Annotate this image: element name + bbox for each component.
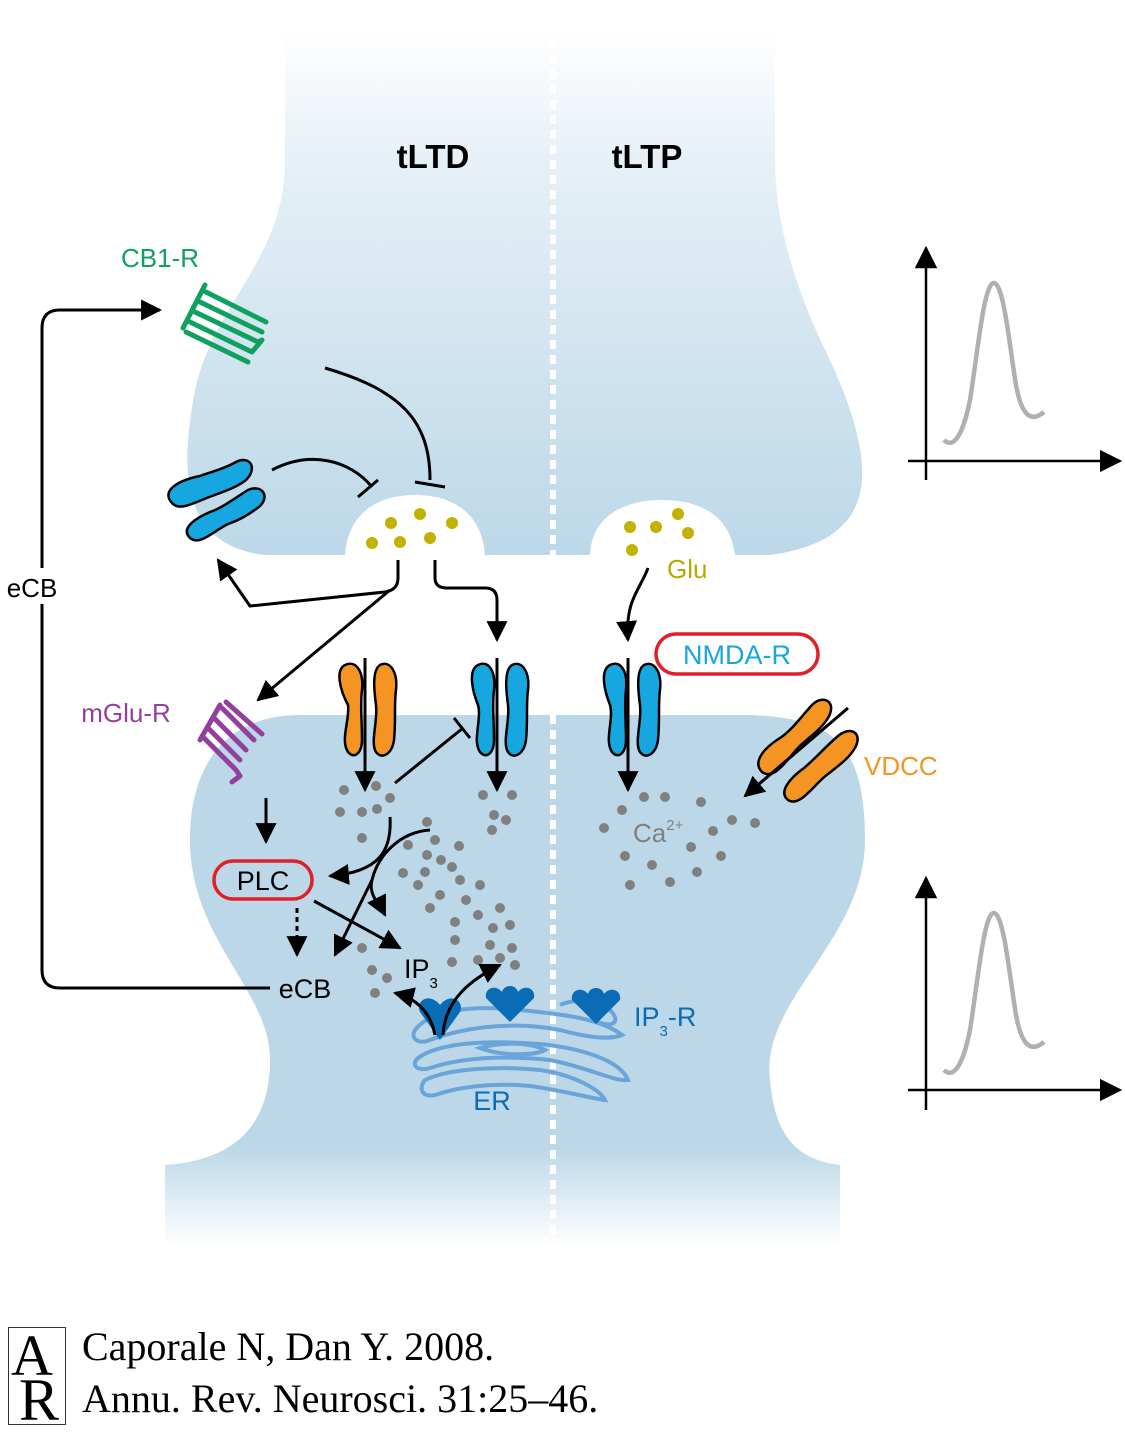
cb1r-label: CB1-R: [121, 243, 199, 273]
cb1-inhibition-arc: [324, 366, 432, 481]
presynaptic-trace-plot: [908, 245, 1123, 480]
ip3-label: IP3: [404, 954, 438, 992]
plc-highlight-box: [212, 859, 314, 901]
ca-branch-curve-1: [327, 816, 392, 885]
vdcc-label: VDCC: [864, 751, 938, 781]
citation: A R Caporale N, Dan Y. 2008. Annu. Rev. …: [8, 1323, 708, 1433]
er-label: ER: [473, 1086, 511, 1116]
header-tltd: tLTD: [397, 138, 470, 175]
glu-label: Glu: [667, 554, 707, 584]
glu-to-presynaptic-nmdar-arrow: [216, 558, 400, 608]
annual-reviews-logo: A R: [8, 1323, 66, 1433]
ecb-label: eCB: [279, 974, 332, 1004]
nmdar-label: NMDA-R: [683, 640, 791, 670]
citation-line-2: Annu. Rev. Neurosci. 31:25–46.: [82, 1376, 599, 1421]
vesicle-pool-ltp: [624, 508, 694, 556]
calcium-dots-ltd: [335, 781, 520, 998]
calcium-label: Ca2+: [633, 817, 684, 848]
plot2-trace: [942, 910, 1046, 1075]
ca-to-ecb-arrow: [333, 879, 374, 957]
nmdar-highlight-box: [654, 632, 820, 676]
ca-branch-curve-2: [367, 828, 431, 917]
citation-line-1: Caporale N, Dan Y. 2008.: [82, 1324, 495, 1369]
plot1-trace: [942, 280, 1046, 445]
ecb-retrograde-arrow: [40, 299, 270, 990]
calcium-dots-ltp: [599, 792, 760, 890]
presynaptic-terminal: [187, 30, 863, 555]
synapse-diagram: tLTD tLTP eCB CB1-R Glu mGlu-R: [7, 30, 1123, 1245]
glu-to-nmdar-arrow: [433, 560, 508, 643]
er-icon: [411, 998, 631, 1103]
header-tltp: tLTP: [612, 138, 683, 175]
presynaptic-nmdar-inhibition-arc: [271, 457, 374, 488]
mglur-receptor-icon: [197, 699, 265, 785]
vdcc-channel-ltd-icon: [338, 662, 398, 757]
ip3r-label: IP3-R: [634, 1002, 696, 1040]
plc-label: PLC: [237, 866, 290, 896]
vesicle-pool-ltd: [366, 508, 458, 549]
postsynaptic-trace-plot: [908, 875, 1123, 1110]
ecb-side-label: eCB: [7, 573, 58, 603]
ip3r-icon-2: [485, 986, 535, 1022]
ip3r-ca-release-arrow-right: [441, 963, 502, 1036]
glu-to-ltp-nmdar-arrow: [616, 567, 650, 643]
vdcc-icon: [757, 698, 859, 803]
ca-inhibits-nmdar-line: [394, 726, 464, 785]
mglur-label: mGlu-R: [81, 698, 171, 728]
ip3r-icon-3: [571, 988, 621, 1024]
nmdar-ltd-icon: [470, 662, 530, 757]
vdcc-flux-arrow: [743, 706, 849, 798]
plc-to-ip3-arrow: [313, 899, 402, 950]
ip3r-ca-release-arrow-left: [392, 987, 437, 1036]
nmdar-ltp-icon: [602, 662, 662, 757]
presynaptic-nmdar-icon: [167, 458, 266, 542]
cb1r-receptor-icon: [180, 282, 269, 365]
glu-to-mglur-arrow: [256, 588, 391, 702]
